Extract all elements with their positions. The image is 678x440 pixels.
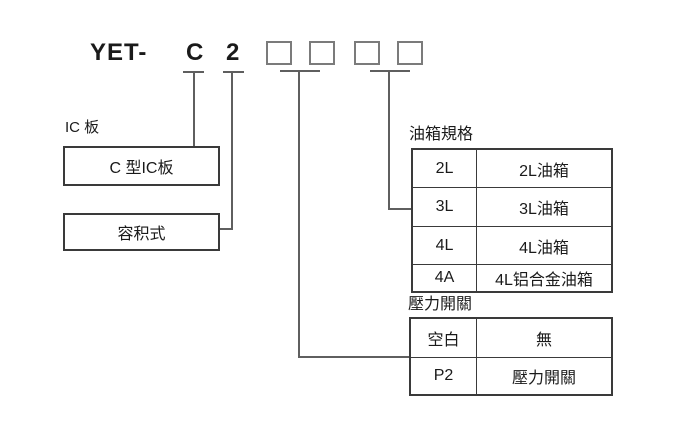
connector-underline-pair2 [370, 70, 410, 72]
table-row: 空白 無 [411, 319, 611, 357]
connector-underline-pair1 [280, 70, 320, 72]
tank-spec-table: 2L 2L油箱 3L 3L油箱 4L 4L油箱 4A 4L铝合金油箱 [411, 148, 613, 293]
connector-horiz-pair2 [388, 208, 412, 210]
tank-desc-cell: 2L油箱 [519, 162, 569, 180]
pressure-switch-table: 空白 無 P2 壓力開關 [409, 317, 613, 396]
table-row: P2 壓力開關 [411, 357, 611, 394]
code-placeholder-box-1 [266, 41, 292, 65]
connector-vert-2 [231, 72, 233, 230]
ic-board-label: IC 板 [65, 119, 100, 136]
connector-tick-2 [223, 71, 244, 73]
table-row: 4L 4L油箱 [413, 226, 611, 264]
model-code-2: 2 [226, 39, 241, 66]
code-placeholder-box-2 [309, 41, 335, 65]
ic-board-c-type-text: C 型IC板 [109, 160, 174, 177]
connector-vert-pair2 [388, 71, 390, 210]
tank-code-cell: 3L [413, 188, 477, 226]
model-prefix: YET- [90, 39, 148, 66]
table-row: 3L 3L油箱 [413, 187, 611, 226]
volumetric-type-text: 容积式 [117, 226, 166, 243]
pressure-desc-cell: 壓力開關 [511, 370, 576, 387]
volumetric-type-box: 容积式 [63, 213, 220, 251]
pressure-code-cell: 空白 [411, 319, 477, 357]
tank-spec-label: 油箱規格 [409, 126, 474, 143]
connector-vert-pair1 [298, 71, 300, 358]
tank-desc-cell: 3L油箱 [519, 201, 569, 218]
code-placeholder-box-4 [397, 41, 423, 65]
tank-desc-cell: 4L铝合金油箱 [495, 272, 593, 289]
tank-code-cell: 4L [413, 227, 477, 264]
pressure-code-cell: P2 [411, 358, 477, 394]
connector-vert-c [193, 72, 195, 147]
code-placeholder-box-3 [354, 41, 380, 65]
tank-desc-cell: 4L油箱 [519, 239, 569, 257]
pressure-switch-label: 壓力開關 [408, 296, 473, 313]
tank-code-cell: 2L [413, 150, 477, 187]
connector-jog-2 [219, 228, 233, 230]
table-row: 4A 4L铝合金油箱 [413, 264, 611, 291]
ic-board-c-type-box: C 型IC板 [63, 146, 220, 186]
table-row: 2L 2L油箱 [413, 150, 611, 187]
tank-code-cell: 4A [413, 265, 477, 291]
pressure-desc-cell: 無 [535, 332, 552, 349]
model-code-c: C [186, 39, 205, 66]
connector-horiz-pair1 [298, 356, 409, 358]
